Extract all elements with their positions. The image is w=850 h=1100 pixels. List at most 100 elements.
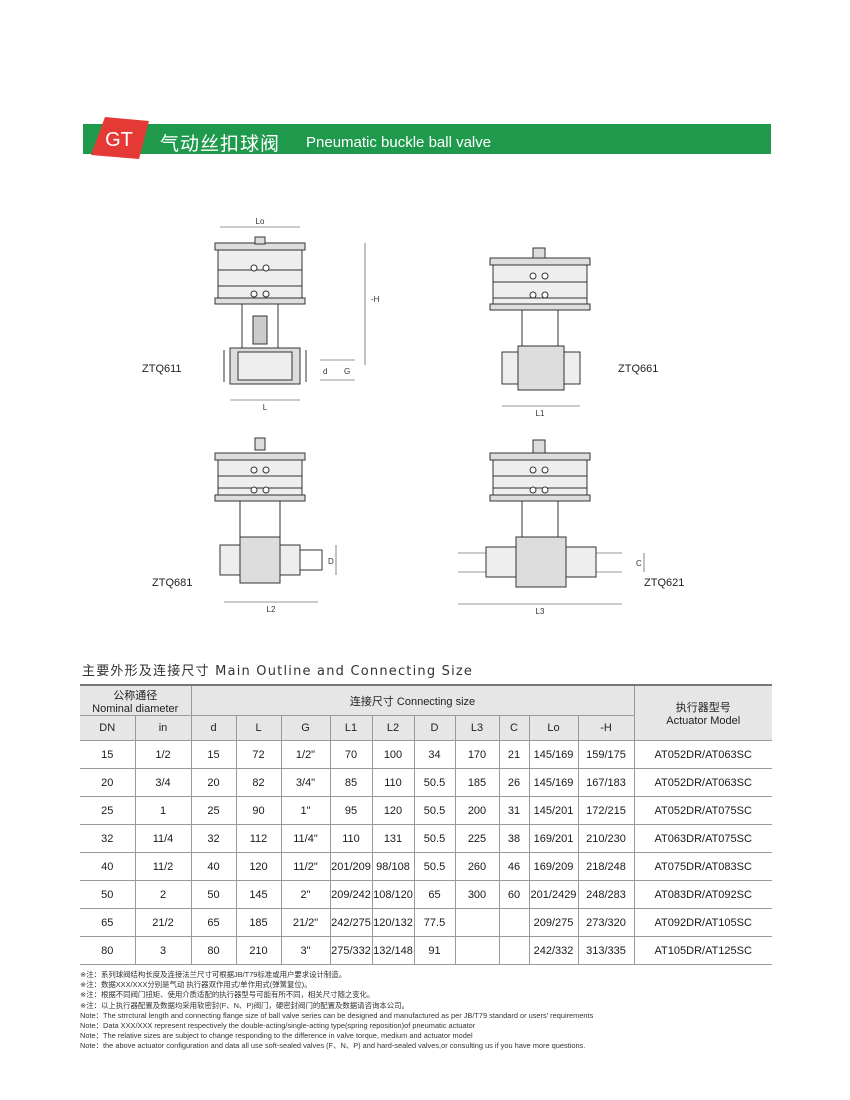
table-cell: 31 <box>498 796 529 825</box>
table-cell <box>498 936 529 965</box>
table-cell: 108/120 <box>371 880 414 909</box>
table-cell: 172/215 <box>577 796 634 825</box>
table-cell: 11/2 <box>134 852 191 881</box>
table-cell: AT052DR/AT063SC <box>633 768 772 797</box>
table-cell: 82 <box>235 768 281 797</box>
table-cell: 34 <box>413 740 455 769</box>
table-cell: 170 <box>454 740 499 769</box>
table-cell: 65 <box>413 880 455 909</box>
table-cell: 20 <box>190 768 236 797</box>
model-label-ztq681: ZTQ681 <box>152 577 192 589</box>
dim-h-label: -H <box>371 295 380 304</box>
connecting-header-en: Connecting size <box>396 695 476 708</box>
actuator-header-en: Actuator Model <box>666 715 741 727</box>
connecting-header: 连接尺寸 Connecting size <box>190 684 634 716</box>
connecting-header-cn: 连接尺寸 <box>349 695 394 708</box>
note-line: ※注：数据XXX/XXX分别是气动 执行器双作用式/单作用式(弹簧复位)。 <box>80 980 312 990</box>
nominal-header-cn: 公称通径 <box>113 689 158 702</box>
valve-ztq681 <box>214 437 337 603</box>
actuator-header: 执行器型号 Actuator Model <box>633 684 772 741</box>
table-cell: 145/169 <box>528 768 578 797</box>
table-cell: 26 <box>498 768 529 797</box>
table-cell: 80 <box>190 936 236 965</box>
note-line: Note：The relative sizes are subject to c… <box>80 1031 473 1041</box>
table-cell: 25 <box>190 796 236 825</box>
valve-ztq621 <box>458 439 645 605</box>
table-cell <box>498 908 529 937</box>
table-cell: AT092DR/AT105SC <box>633 908 772 937</box>
table-cell: 201/209 <box>329 852 372 881</box>
table-cell: 1/2 <box>134 740 191 769</box>
table-cell: 110 <box>371 768 414 797</box>
column-header: -H <box>577 715 634 741</box>
nominal-header-en: Nominal diameter <box>92 702 179 715</box>
table-cell: 1 <box>134 796 191 825</box>
table-cell: 209/275 <box>528 908 578 937</box>
table-cell: 1" <box>280 796 330 825</box>
table-cell: 2 <box>134 880 191 909</box>
table-cell: 200 <box>454 796 499 825</box>
table-cell: 80 <box>80 936 135 965</box>
table-cell: 273/320 <box>577 908 634 937</box>
table-cell: AT052DR/AT075SC <box>633 796 772 825</box>
logo-text: GT <box>105 129 133 151</box>
table-cell: 50.5 <box>413 824 455 853</box>
table-cell: 85 <box>329 768 372 797</box>
dim-l-label: L <box>263 403 268 412</box>
table-cell: 300 <box>454 880 499 909</box>
column-header: DN <box>80 715 135 741</box>
table-cell: 100 <box>371 740 414 769</box>
table-cell: 260 <box>454 852 499 881</box>
table-cell: 60 <box>498 880 529 909</box>
dim-l1-label: L1 <box>536 409 545 418</box>
table-cell: 167/183 <box>577 768 634 797</box>
table-cell: 11/4 <box>134 824 191 853</box>
table-cell: 145 <box>235 880 281 909</box>
table-cell: 3 <box>134 936 191 965</box>
table-cell: 3/4 <box>134 768 191 797</box>
spec-table: 公称通径 Nominal diameter 连接尺寸 Connecting si… <box>80 684 772 965</box>
table-cell: 313/335 <box>577 936 634 965</box>
table-cell: 110 <box>329 824 372 853</box>
note-line: Note：The strrctural length and connectin… <box>80 1010 594 1020</box>
table-header-row-1: 公称通径 Nominal diameter 连接尺寸 Connecting si… <box>80 684 772 741</box>
table-cell: 77.5 <box>413 908 455 937</box>
table-cell: 98/108 <box>371 852 414 881</box>
table-cell: 21/2 <box>134 908 191 937</box>
table-cell: 120 <box>235 852 281 881</box>
table-cell: 112 <box>235 824 281 853</box>
table-cell: AT083DR/AT092SC <box>633 880 772 909</box>
column-header: L2 <box>371 715 414 741</box>
dim-l3-label: L3 <box>536 607 545 616</box>
model-label-ztq661: ZTQ661 <box>618 363 658 375</box>
valve-ztq611 <box>214 226 366 401</box>
column-header: L <box>235 715 281 741</box>
table-cell: 11/2" <box>280 852 330 881</box>
table-cell: 2" <box>280 880 330 909</box>
table-cell: 120/132 <box>371 908 414 937</box>
dim-d-label: d <box>323 367 327 376</box>
table-cell: 40 <box>190 852 236 881</box>
model-label-ztq621: ZTQ621 <box>644 577 684 589</box>
table-cell: 50.5 <box>413 796 455 825</box>
model-label-ztq611: ZTQ611 <box>142 363 182 375</box>
table-cell <box>454 936 499 965</box>
table-cell: 38 <box>498 824 529 853</box>
column-header: C <box>498 715 529 741</box>
table-cell: 242/332 <box>528 936 578 965</box>
table-cell: 210/230 <box>577 824 634 853</box>
table-cell: 65 <box>80 908 135 937</box>
table-cell: 169/201 <box>528 824 578 853</box>
column-header: L1 <box>329 715 372 741</box>
table-cell: 3" <box>280 936 330 965</box>
table-cell: 15 <box>190 740 236 769</box>
table-cell: 201/2429 <box>528 880 578 909</box>
nominal-header: 公称通径 Nominal diameter <box>80 684 191 716</box>
table-cell: 210 <box>235 936 281 965</box>
table-cell: 72 <box>235 740 281 769</box>
